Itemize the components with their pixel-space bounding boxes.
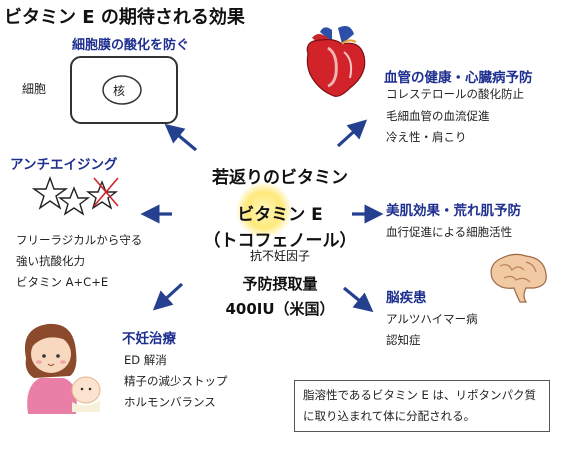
- center-subtitle: 抗不妊因子: [249, 249, 310, 263]
- heart-icon: [306, 26, 366, 97]
- antiaging-item: 強い抗酸化力: [16, 254, 85, 268]
- fertility-item: ホルモンバランス: [124, 395, 216, 409]
- arrow-down-right: [342, 286, 374, 313]
- note-box: 脂溶性であるビタミン E は、リポタンパク質に取り込まれて体に分配される。: [294, 380, 550, 432]
- center-name: ビタミン E: [237, 205, 323, 225]
- arrow-up-left: [164, 123, 198, 152]
- antiaging-item: ビタミン A+C+E: [16, 275, 109, 289]
- mother-baby-icon: [24, 323, 101, 414]
- center-tagline: 若返りのビタミン: [212, 168, 348, 188]
- antiaging-item: フリーラジカルから守る: [16, 233, 143, 247]
- blood-heading: 血管の健康・心臓病予防: [384, 70, 533, 86]
- arrow-up-right: [336, 119, 368, 148]
- fertility-item: 精子の減少ストップ: [124, 374, 228, 388]
- center-glow: [236, 182, 292, 238]
- blood-item: 冷え性・肩こり: [386, 130, 467, 144]
- blood-item: コレステロールの酸化防止: [386, 87, 524, 101]
- brain-icon: [490, 253, 547, 303]
- brain-item: 認知症: [386, 333, 421, 347]
- nucleus-label: 核: [113, 84, 126, 98]
- arrow-down-left: [152, 282, 184, 311]
- skin-heading: 美肌効果・荒れ肌予防: [386, 203, 521, 219]
- page-title: ビタミン E の期待される効果: [4, 7, 245, 28]
- membrane-heading: 細胞膜の酸化を防ぐ: [72, 38, 190, 53]
- brain-heading: 脳疾患: [386, 290, 427, 306]
- cell-label: 細胞: [22, 82, 47, 96]
- fertility-item: ED 解消: [124, 353, 167, 367]
- intake-value: 400IU（米国）: [225, 300, 335, 318]
- intake-label: 予防摂取量: [242, 275, 318, 293]
- stars-icon: [31, 175, 119, 216]
- blood-item: 毛細血管の血流促進: [386, 109, 490, 123]
- center-alias: （トコフェノール）: [203, 231, 357, 251]
- cell-diagram-icon: [70, 56, 178, 124]
- antiaging-heading: アンチエイジング: [10, 157, 118, 173]
- fertility-heading: 不妊治療: [122, 331, 176, 347]
- skin-item: 血行促進による細胞活性: [386, 225, 513, 239]
- brain-item: アルツハイマー病: [386, 312, 478, 326]
